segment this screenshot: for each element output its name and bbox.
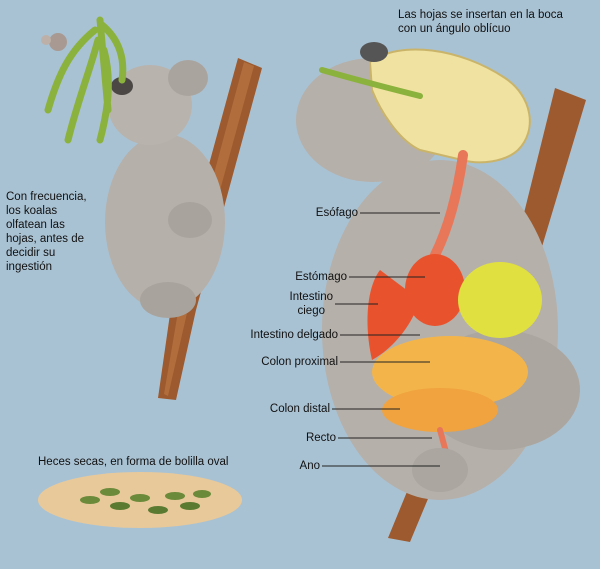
left-leaf-sprig xyxy=(44,16,127,144)
right-leaf xyxy=(319,67,423,99)
dry-feces xyxy=(38,472,242,528)
leaves-insert-text: Las hojas se insertan en la boca con un … xyxy=(398,9,563,35)
label-cecum: Intestino ciego xyxy=(289,291,333,317)
label-anus: Ano xyxy=(299,460,320,472)
left-koala-ear xyxy=(168,60,208,96)
eucalyptus-flower xyxy=(49,33,67,51)
label-stomach: Estómago xyxy=(295,271,347,283)
skull xyxy=(368,48,531,164)
colon-distal xyxy=(382,388,498,432)
label-colon-distal: Colon distal xyxy=(269,403,330,415)
cecum xyxy=(458,262,542,338)
leader-lines xyxy=(322,212,440,467)
label-esophagus: Esófago xyxy=(315,207,358,219)
dry-feces-caption: Heces secas, en forma de bolilla oval xyxy=(38,455,258,469)
anatomy-koala xyxy=(296,42,586,542)
left-koala-nose xyxy=(111,77,133,95)
esophagus xyxy=(430,150,468,260)
rectum xyxy=(437,427,449,455)
label-colon-proximal: Colon proximal xyxy=(261,356,338,368)
smell-leaves-caption: Con frecuencia, los koalas olfatean las … xyxy=(6,190,106,274)
leaves-insert-caption: Las hojas se insertan en la boca con un … xyxy=(398,8,588,36)
smell-leaves-text: Con frecuencia, los koalas olfatean las … xyxy=(6,191,87,273)
sniffing-koala xyxy=(41,16,262,400)
stomach xyxy=(405,254,465,326)
left-koala-body xyxy=(105,134,225,310)
dry-feces-text: Heces secas, en forma de bolilla oval xyxy=(38,456,229,468)
label-rectum: Recto xyxy=(305,432,336,444)
label-small-intestine: Intestino delgado xyxy=(250,329,338,341)
colon-proximal xyxy=(372,336,528,408)
